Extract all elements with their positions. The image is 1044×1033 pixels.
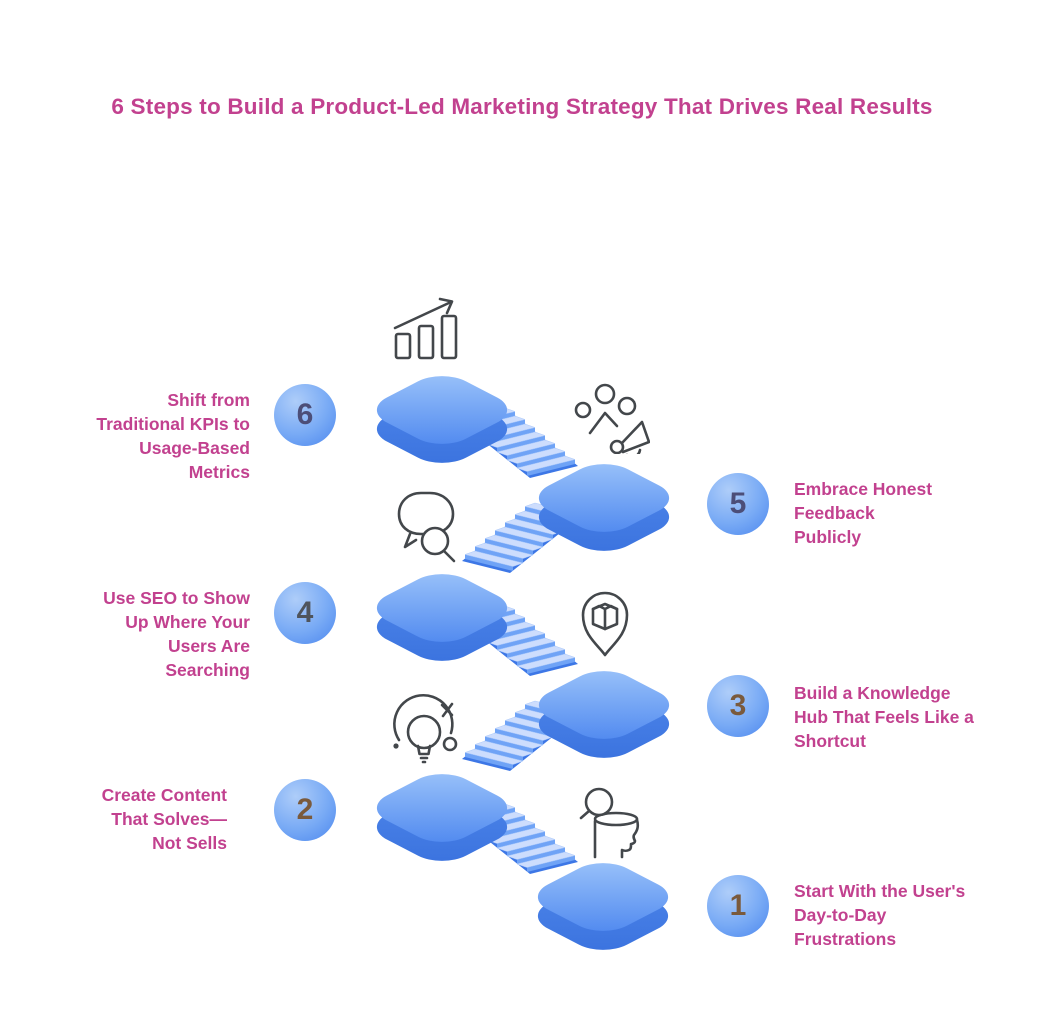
step-1-number-badge: 1 (707, 875, 769, 937)
step-6-text: Shift from Traditional KPIs to Usage-Bas… (96, 390, 250, 482)
page-title: 6 Steps to Build a Product-Led Marketing… (111, 94, 933, 119)
step-2-number: 2 (296, 793, 314, 826)
step-4-number-badge: 4 (274, 582, 336, 644)
platform-step-6 (362, 368, 522, 471)
step-2-number-badge: 2 (274, 779, 336, 841)
book-pin-icon (581, 591, 629, 657)
step-3-text: Build a Knowledge Hub That Feels Like a … (794, 683, 974, 751)
step-1-text: Start With the User's Day-to-Day Frustra… (794, 881, 966, 949)
step-5-number-badge: 5 (707, 473, 769, 535)
step-3-number: 3 (729, 689, 747, 722)
step-6-number: 6 (296, 398, 314, 431)
platform-step-3 (524, 663, 684, 766)
step-5-number: 5 (729, 487, 747, 520)
idea-lightbulb-icon (393, 693, 458, 764)
platform-step-4 (362, 566, 522, 669)
step-5-text: Embrace Honest Feedback Publicly (794, 479, 933, 547)
platform-step-2 (362, 766, 522, 869)
step-4-number: 4 (296, 596, 314, 629)
platform-step-1 (523, 855, 683, 958)
chat-search-icon (397, 491, 456, 563)
step-4-text: Use SEO to Show Up Where Your Users Are … (103, 588, 250, 680)
audience-megaphone-icon (574, 383, 650, 454)
step-3-number-badge: 3 (707, 675, 769, 737)
growth-chart-icon (393, 297, 458, 360)
user-head-icon (579, 787, 640, 859)
step-2-text: Create Content That Solves— Not Sells (101, 785, 227, 853)
step-6-number-badge: 6 (274, 384, 336, 446)
step-1-number: 1 (729, 889, 747, 922)
